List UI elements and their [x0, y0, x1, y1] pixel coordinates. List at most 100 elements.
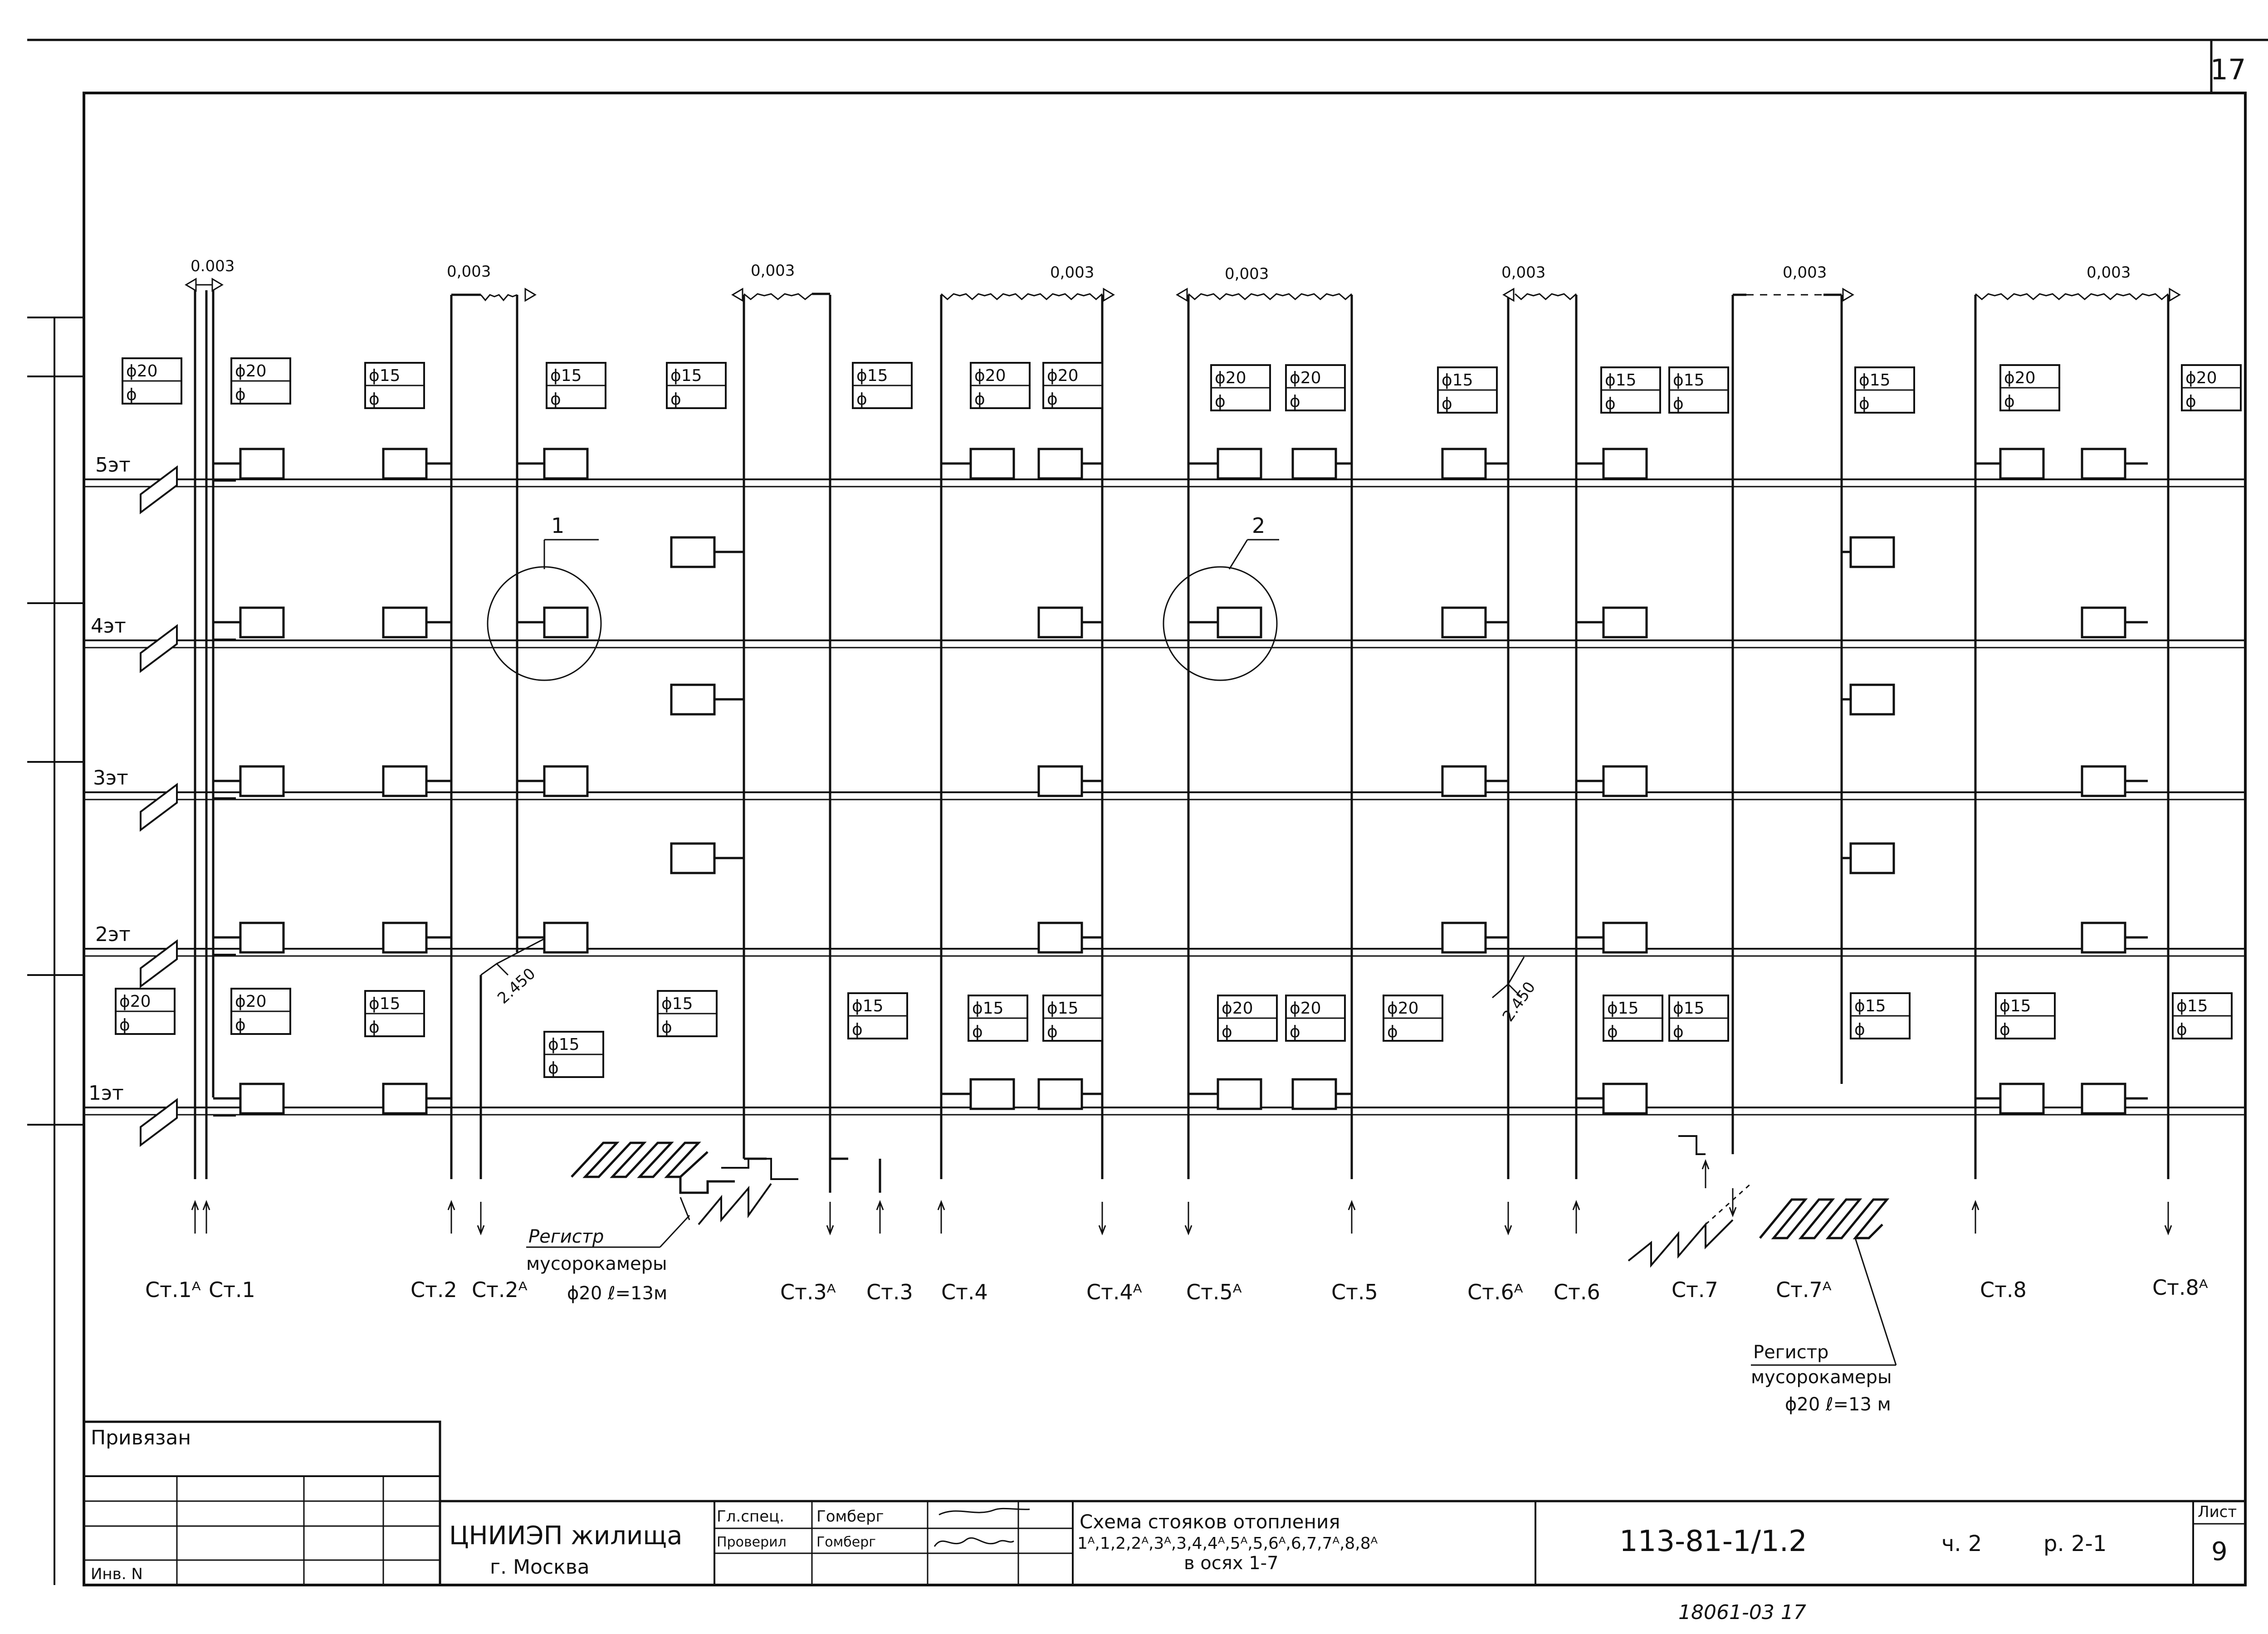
riser-label: Ст.6ᴬ	[1467, 1280, 1523, 1304]
floor-labels: 5эт 4эт 3эт 2эт 1эт	[88, 454, 131, 1105]
drawing-title-line: Схема стояков отопления	[1080, 1511, 1340, 1533]
floor-label: 3эт	[93, 766, 128, 790]
attached-label: Привязан	[91, 1426, 191, 1449]
flow-arrowhead	[1971, 1200, 1980, 1210]
slope-label: 0.003	[191, 257, 235, 275]
diameter-value: ϕ20	[126, 362, 158, 380]
diameter-blank: ϕ	[1442, 395, 1452, 413]
radiator	[1602, 765, 1648, 797]
radiator	[1037, 606, 1083, 639]
slope-arrowhead	[1502, 288, 1515, 302]
diameter-value: ϕ20	[1290, 999, 1321, 1018]
radiator	[543, 922, 589, 954]
riser-label: Ст.8ᴬ	[2152, 1275, 2208, 1300]
flow-arrowhead	[1572, 1200, 1580, 1210]
diameter-blank: ϕ	[550, 390, 561, 409]
riser-label: Ст.4ᴬ	[1086, 1280, 1142, 1304]
diameter-value: ϕ15	[1605, 371, 1637, 390]
flow-arrowhead	[191, 1200, 199, 1210]
diameter-value: ϕ15	[369, 366, 401, 385]
callout-number: 2	[1252, 513, 1265, 538]
riser-offset-plate	[140, 1098, 178, 1147]
diameter-blank: ϕ	[1387, 1023, 1398, 1041]
riser-label: Ст.7ᴬ	[1776, 1278, 1832, 1302]
diameter-value: ϕ15	[670, 366, 702, 385]
diameter-value: ϕ15	[1047, 999, 1079, 1018]
radiator	[239, 606, 285, 639]
organization-name: ЦНИИЭП жилища	[449, 1521, 682, 1551]
radiator	[382, 922, 428, 954]
floor-label: 4эт	[91, 615, 126, 638]
drawing-title-line: в осях 1-7	[1184, 1553, 1279, 1574]
riser-offset-plate	[140, 624, 178, 673]
flow-arrowhead	[826, 1225, 834, 1236]
inventory-label: Инв. N	[91, 1565, 143, 1583]
sheet-number: 9	[2211, 1537, 2228, 1566]
radiator	[543, 448, 589, 480]
radiator	[1849, 842, 1895, 874]
radiator	[1849, 683, 1895, 716]
diameter-value: ϕ20	[974, 366, 1006, 385]
flow-arrowhead	[2164, 1225, 2172, 1236]
diameter-value: ϕ20	[1047, 366, 1079, 385]
slope-label: 0,003	[1050, 263, 1094, 282]
slope-label: 0,003	[2087, 263, 2131, 282]
diameter-value: ϕ15	[856, 366, 888, 385]
organization-city: г. Москва	[490, 1556, 590, 1579]
diameter-value: ϕ15	[2176, 997, 2208, 1015]
diameter-blank: ϕ	[1607, 1023, 1618, 1041]
slope-markers: 0.003 0,003 0,003 0,003 0,003 0,003 0,00…	[191, 257, 2131, 283]
slope-arrowhead	[1176, 288, 1188, 302]
role-checked-by: Проверил	[717, 1534, 787, 1550]
diameter-blank: ϕ	[119, 1016, 130, 1034]
radiator	[543, 606, 589, 639]
diameter-blank: ϕ	[1605, 395, 1616, 413]
drawing-title-line: 1ᴬ,1,2,2ᴬ,3ᴬ,3,4,4ᴬ,5ᴬ,5,6ᴬ,6,7,7ᴬ,8,8ᴬ	[1077, 1534, 1378, 1553]
diameter-value: ϕ20	[2185, 369, 2217, 387]
flow-arrowhead	[1729, 1207, 1737, 1218]
radiator	[969, 1078, 1015, 1110]
top-diameter-tags: ϕ20ϕϕ20ϕϕ15ϕϕ15ϕϕ15ϕϕ15ϕϕ20ϕϕ20ϕϕ20ϕϕ20ϕ…	[122, 357, 2242, 414]
diameter-value: ϕ15	[1607, 999, 1639, 1018]
register-note-line: мусорокамеры	[526, 1254, 667, 1274]
diameter-value: ϕ15	[1859, 371, 1891, 390]
radiator	[382, 448, 428, 480]
radiator	[1441, 606, 1487, 639]
elevation-label: 2.450	[1499, 978, 1540, 1025]
riser-label: Ст.7	[1672, 1278, 1718, 1302]
slope-arrowhead	[211, 278, 224, 292]
diameter-value: ϕ20	[119, 992, 151, 1011]
register-note-left: Регистр мусорокамеры ϕ20 ℓ=13м	[526, 1215, 690, 1304]
radiator	[1037, 765, 1083, 797]
register-note-line: мусорокамеры	[1751, 1367, 1892, 1388]
riser-offset-plate	[140, 939, 178, 988]
flow-arrows	[185, 278, 2181, 1236]
riser-label: Ст.1	[209, 1278, 255, 1302]
radiator	[1602, 448, 1648, 480]
pipe-insulation	[941, 293, 1103, 300]
diameter-blank: ϕ	[972, 1023, 983, 1041]
floor-label: 2эт	[95, 923, 131, 946]
part-label: ч. 2	[1941, 1531, 1982, 1556]
diameter-blank: ϕ	[235, 1016, 246, 1034]
radiator	[1291, 448, 1337, 480]
radiator	[1999, 448, 2045, 480]
slope-label: 0,003	[1225, 265, 1269, 283]
diameter-value: ϕ15	[1442, 371, 1473, 390]
diameter-blank: ϕ	[369, 1018, 380, 1037]
flow-arrowhead	[1701, 1159, 1710, 1170]
radiator	[670, 536, 716, 568]
radiator	[1441, 765, 1487, 797]
floor-label: 1эт	[88, 1082, 124, 1105]
diameter-blank: ϕ	[126, 385, 137, 404]
diameter-value: ϕ15	[661, 995, 693, 1013]
sheet-label: Лист	[2198, 1503, 2237, 1521]
diameter-blank: ϕ	[235, 385, 246, 404]
corner-sheet-number: 17	[2210, 53, 2246, 86]
slope-arrowhead	[185, 278, 197, 292]
diameter-value: ϕ15	[852, 997, 884, 1015]
radiator	[1217, 606, 1262, 639]
document-code: 113-81-1/1.2	[1619, 1525, 1807, 1558]
pipe-insulation	[1515, 293, 1577, 301]
